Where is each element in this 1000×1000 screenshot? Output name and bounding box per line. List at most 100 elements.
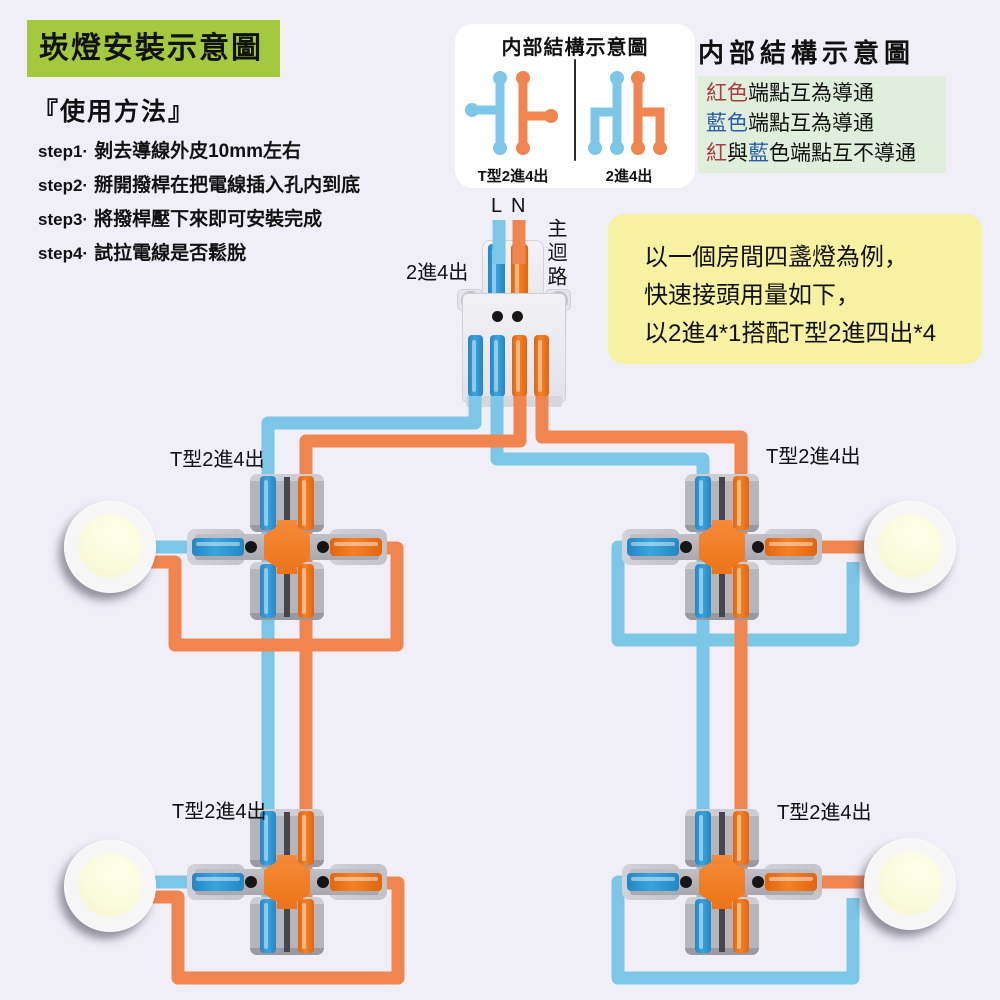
usage-step: step1· 剝去導線外皮10mm左右 xyxy=(38,136,360,163)
output-lever-orange-1 xyxy=(512,335,527,397)
lever-blue-bottom xyxy=(695,564,711,618)
legend-line-blue: 藍色端點互為導通 xyxy=(706,109,938,139)
step-number: step4· xyxy=(38,244,89,263)
t-connector-label: T型2進4出 xyxy=(777,802,872,824)
t-connector-label: T型2進4出 xyxy=(172,801,267,823)
step-number: step1· xyxy=(38,142,89,161)
lever-blue-top xyxy=(695,476,711,530)
lever-orange-top xyxy=(733,811,749,865)
wire-blue-feed-left xyxy=(261,396,482,950)
page-title: 崁燈安裝示意圖 xyxy=(27,20,280,77)
main-connector-label: 2進4出 xyxy=(406,262,469,284)
splitter-orange-branch xyxy=(633,107,665,153)
wire-orange-loop-topleft xyxy=(145,541,404,652)
lever-orange-bottom xyxy=(733,899,749,953)
structure-schematic xyxy=(465,59,667,161)
lever-blue-side xyxy=(192,873,244,891)
internal-structure-card: 内部結構示意圖 T型2進4出 2進4出 xyxy=(455,24,695,188)
legend-text: 端點互為導通 xyxy=(748,82,874,105)
downlight xyxy=(864,501,956,593)
main-circuit-label: 主迴路 xyxy=(544,218,566,290)
legend-text: 與 xyxy=(727,142,748,165)
step-text: 將撥桿壓下來即可安裝完成 xyxy=(94,209,323,230)
lever-orange-top xyxy=(733,476,749,530)
test-hole-left xyxy=(492,311,503,322)
legend-title: 内部結構示意圖 xyxy=(698,38,916,68)
lever-orange-side xyxy=(330,538,382,556)
structure-left-label: T型2進4出 xyxy=(477,168,549,185)
t-connector xyxy=(187,474,387,620)
test-hole-left xyxy=(680,876,692,888)
lever-blue-top xyxy=(260,476,276,530)
test-hole-right xyxy=(317,876,329,888)
t-connector-label: T型2進4出 xyxy=(170,449,265,471)
lever-orange-bottom xyxy=(298,564,314,618)
output-lever-blue-2 xyxy=(490,335,505,397)
wire-orange-loop-bottomleft xyxy=(145,876,405,985)
legend-red-term: 紅色 xyxy=(706,82,748,105)
t-connector xyxy=(187,809,387,955)
usage-step: step4· 試拉電線是否鬆脫 xyxy=(38,238,360,265)
downlight xyxy=(64,840,156,932)
output-lever-orange-2 xyxy=(534,335,549,397)
downlight-lens xyxy=(878,851,942,915)
lever-orange-side xyxy=(765,538,817,556)
legend-text: 端點互為導通 xyxy=(748,112,874,135)
test-hole-right xyxy=(752,876,764,888)
line-l-label: L xyxy=(491,195,503,217)
t-connector xyxy=(622,809,822,955)
step-number: step3· xyxy=(38,210,89,229)
step-number: step2· xyxy=(38,176,89,195)
legend-text: 色端點互不導通 xyxy=(769,142,916,165)
lever-blue-bottom xyxy=(260,899,276,953)
legend-line-mixed: 紅與藍色端點互不導通 xyxy=(706,139,938,169)
test-hole-left xyxy=(245,876,257,888)
usage-steps: step1· 剝去導線外皮10mm左右 step2· 掰開撥桿在把電線插入孔内到… xyxy=(38,136,360,272)
test-hole-left xyxy=(245,541,257,553)
test-hole-right xyxy=(317,541,329,553)
lever-orange-bottom xyxy=(733,564,749,618)
lever-blue-side xyxy=(627,538,679,556)
lever-orange-side xyxy=(765,873,817,891)
structure-card-title: 内部結構示意圖 xyxy=(501,37,649,59)
legend-red-term: 紅 xyxy=(706,142,727,165)
downlight xyxy=(64,501,156,593)
lever-orange-top xyxy=(298,811,314,865)
lever-blue-bottom xyxy=(260,564,276,618)
step-text: 試拉電線是否鬆脫 xyxy=(94,243,247,264)
lever-blue-top xyxy=(260,811,276,865)
legend-line-red: 紅色端點互為導通 xyxy=(706,79,938,109)
legend-box: 紅色端點互為導通 藍色端點互為導通 紅與藍色端點互不導通 xyxy=(698,76,946,173)
output-lever-blue-1 xyxy=(468,335,483,397)
usage-heading: 『使用方法』 xyxy=(33,98,196,126)
lever-orange-side xyxy=(330,873,382,891)
legend-blue-term: 藍色 xyxy=(706,112,748,135)
wire-orange-feed-left xyxy=(299,396,527,950)
downlight xyxy=(864,838,956,930)
test-hole-right xyxy=(512,311,523,322)
t-connector xyxy=(622,474,822,620)
lever-blue-bottom xyxy=(695,899,711,953)
downlight-lens xyxy=(878,514,942,578)
note-line: 快速接頭用量如下， xyxy=(644,282,860,309)
structure-right-label: 2進4出 xyxy=(605,168,653,185)
line-n-label: N xyxy=(511,195,526,217)
wire-blue-feed-right xyxy=(490,396,710,950)
lever-orange-bottom xyxy=(298,899,314,953)
note-line: 以一個房間四盞燈為例， xyxy=(644,244,908,271)
terminal-dots-orange xyxy=(516,71,667,155)
downlight-lens xyxy=(78,514,142,578)
t-connector-label: T型2進4出 xyxy=(766,446,861,468)
note-line: 以2進4*1搭配T型2進四出*4 xyxy=(644,320,937,347)
usage-step: step3· 將撥桿壓下來即可安裝完成 xyxy=(38,204,360,231)
wire-orange-feed-right xyxy=(535,396,748,950)
terminal-dots xyxy=(465,71,624,155)
lever-blue-side xyxy=(627,873,679,891)
test-hole-right xyxy=(752,541,764,553)
step-text: 剝去導線外皮10mm左右 xyxy=(94,141,302,162)
downlight-lens xyxy=(78,853,142,917)
usage-step: step2· 掰開撥桿在把電線插入孔内到底 xyxy=(38,170,360,197)
test-hole-left xyxy=(680,541,692,553)
lever-blue-top xyxy=(695,811,711,865)
legend-blue-term: 藍 xyxy=(748,142,769,165)
